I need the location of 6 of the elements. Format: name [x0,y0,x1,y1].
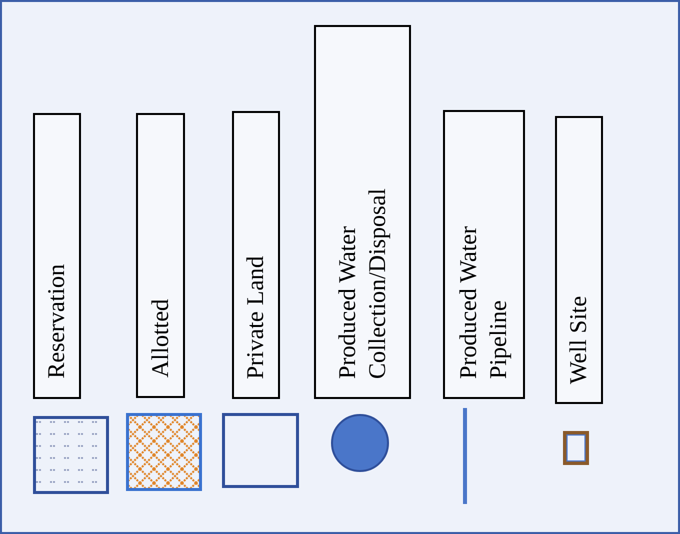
legend-label: Reservation [43,264,71,379]
legend-label: Produced Water Collection/Disposal [334,187,392,379]
legend-label: Well Site [565,296,593,384]
legend-label: Produced Water Pipeline [455,225,513,379]
legend-label: Allotted [146,299,174,378]
legend-label: Private Land [242,256,270,379]
